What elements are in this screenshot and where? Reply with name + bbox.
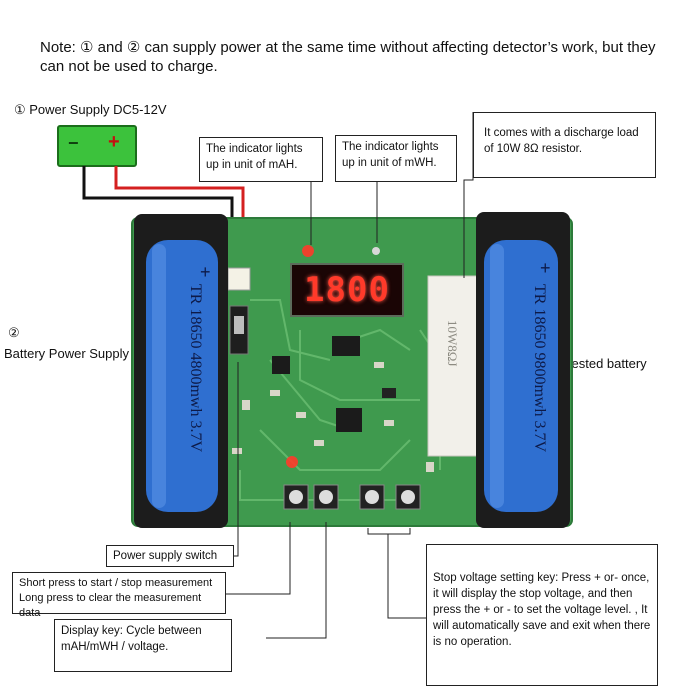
smd-components (232, 362, 434, 472)
chip-3 (272, 356, 290, 374)
battery-supply-number: ② (8, 325, 20, 340)
mah-led (302, 245, 314, 257)
tested-battery-label: Tested battery (565, 356, 647, 371)
left-battery-text: TR 18650 4800mwh 3.7V (187, 284, 204, 452)
led-display: 1800 (290, 263, 404, 317)
callout-display-key: Display key: Cycle between mAH/mWH / vol… (54, 619, 232, 672)
callout-stop-voltage: Stop voltage setting key: Press + or- on… (426, 544, 658, 686)
chip-2 (336, 408, 362, 432)
chip-1 (332, 336, 360, 356)
power-connector (227, 267, 251, 291)
chip-4 (382, 388, 396, 398)
power-supply-block (57, 125, 137, 167)
mwh-led (372, 247, 380, 255)
callout-start-stop: Short press to start / stop measurement … (12, 572, 226, 619)
power-switch-lever (234, 316, 244, 334)
resistor-text: 10W8ΩJ (445, 320, 460, 367)
battery-supply-label: Battery Power Supply (4, 346, 130, 361)
buttons (283, 484, 421, 510)
left-battery-plus: + (200, 262, 211, 282)
right-battery-plus: + (540, 258, 551, 278)
callout-power-switch: Power supply switch (106, 545, 234, 567)
callout-discharge: It comes with a discharge load of 10W 8Ω… (473, 112, 656, 178)
power-supply-label: ① Power Supply DC5-12V (14, 102, 167, 117)
note-text: Note: ① and ② can supply power at the sa… (40, 39, 656, 75)
callout-mwh: The indicator lights up in unit of mWH. (335, 135, 457, 182)
status-led (286, 456, 298, 468)
psu-plus-sign: + (108, 131, 120, 153)
psu-minus-sign: − (68, 133, 79, 153)
right-battery-text: TR 18650 9800mwh 3.7V (531, 284, 548, 452)
callout-mah: The indicator lights up in unit of mAH. (199, 137, 323, 182)
load-resistor (427, 275, 479, 457)
